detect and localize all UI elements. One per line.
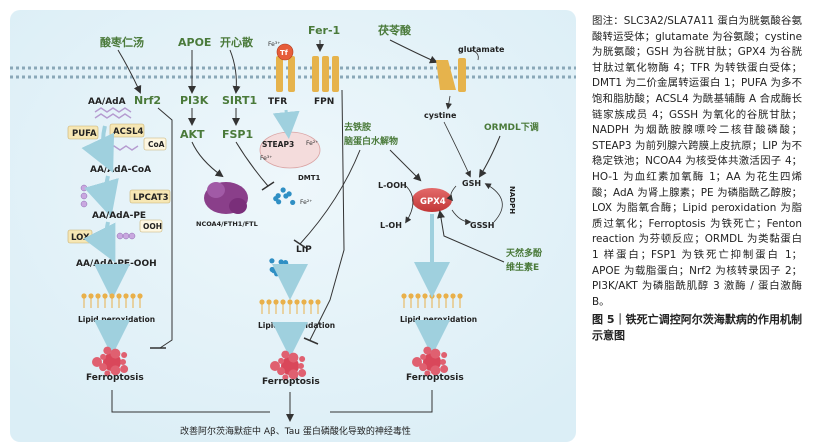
acsl4-box: [109, 123, 145, 138]
akt-node: AKT: [180, 128, 205, 141]
nadph-label: NADPH: [508, 186, 516, 214]
ferroptosis-splat: [412, 346, 449, 377]
lipid-bilayer: [401, 293, 463, 308]
fpn-transporter: [312, 56, 339, 92]
fe2-label: Fe²⁺: [300, 199, 312, 206]
figure-caption: 图注：SLC3A2/SLA7A11 蛋白为胱氨酸谷氨酸转运受体；glutamat…: [592, 14, 802, 344]
aa-pe-label: AA/AdA-PE: [92, 211, 146, 221]
lipid-bilayer: [259, 299, 321, 314]
aa-coa-label: AA/AdA-CoA: [90, 165, 151, 175]
lip-label: LIP: [296, 245, 312, 255]
herb-fuling: 茯苓酸: [377, 23, 412, 37]
system-xc-transporter: [436, 58, 466, 92]
fsp1-node: FSP1: [222, 128, 253, 141]
ncoa4-label: NCOA4/FTH1/FTL: [196, 220, 258, 228]
pufa-label: PUFA: [72, 129, 97, 139]
caption-title: 图 5｜铁死亡调控阿尔茨海默病的作用机制示意图: [592, 313, 802, 343]
fe3-tf-label: Fe³⁺: [268, 41, 280, 48]
tf-label: Tf: [280, 49, 289, 57]
looh-label: L-OOH: [378, 181, 407, 190]
apoe-label: APOE: [178, 36, 211, 49]
fe2-endo-label: Fe²⁺: [306, 140, 318, 147]
tfr-receptor: Tf Fe³⁺: [268, 41, 295, 92]
caption-body: 图注：SLC3A2/SLA7A11 蛋白为胱氨酸谷氨酸转运受体；glutamat…: [592, 15, 802, 308]
herb-suanzaoren: 酸枣仁汤: [100, 35, 144, 49]
lipid-pathway: AA/AdA PUFA ACSL4 CoA AA/AdA-CoA LPCAT3 …: [67, 97, 171, 300]
fe-dot: [282, 273, 288, 279]
lpcat3-label: LPCAT3: [133, 193, 169, 203]
coa-label: CoA: [148, 140, 165, 149]
fe-dot: [286, 191, 292, 197]
ooh-label: OOH: [143, 222, 162, 231]
lipid-perox-1: Lipid peroxidation: [78, 315, 155, 324]
naodanbai-label: 脑蛋白水解物: [343, 135, 398, 147]
lpcat3-box: [129, 189, 171, 204]
fe-dot: [290, 199, 296, 206]
glutamate-label: glutamate: [458, 45, 505, 54]
ferroptosis-splat: [270, 350, 307, 381]
coa-box: [143, 137, 167, 151]
nrf2-node: Nrf2: [134, 94, 161, 107]
tianran-label: 天然多酚: [506, 247, 543, 259]
lipid-perox-3: Lipid peroxidation: [400, 315, 477, 324]
ferroptosis-2: Ferroptosis: [262, 377, 320, 387]
lipid-perox-2: Lipid peroxidation: [258, 321, 335, 330]
vitamin-e-label: 维生素E: [506, 261, 539, 273]
cystine-label: cystine: [424, 111, 457, 120]
fe-dot: [274, 271, 280, 277]
gpx4-label: GPX4: [420, 197, 446, 207]
fe-dot: [276, 199, 282, 205]
ferroptosis-cells: [92, 346, 449, 381]
loh-label: L-OH: [380, 221, 402, 230]
lipid-bilayer: [81, 293, 143, 308]
ooh-box: [139, 219, 163, 233]
fe-dot: [278, 259, 284, 265]
gssh-label: GSSH: [470, 221, 494, 230]
aa-ada-label: AA/AdA: [88, 97, 126, 107]
ncoa4-ferritin-complex: [204, 182, 248, 214]
pi3k-node: PI3K: [180, 94, 209, 107]
fe-dot: [275, 193, 281, 199]
bottom-outcome: 改善阿尔茨海默症中 Aβ、Tau 蛋白磷酸化导致的神经毒性: [180, 425, 411, 437]
steap3-label: STEAP3: [262, 140, 294, 149]
herb-kaixinsan: 开心散: [220, 35, 254, 49]
fe3-endo-label: Fe³⁺: [260, 155, 272, 162]
ormdl-label: ORMDL下调: [484, 121, 539, 133]
quti-label: 去铁胺: [344, 121, 371, 133]
fer1-label: Fer-1: [308, 24, 340, 37]
sirt1-node: SIRT1: [222, 94, 257, 107]
tfr-label: TFR: [268, 97, 287, 107]
dmt1-label: DMT1: [298, 174, 321, 182]
gsh-label: GSH: [462, 179, 481, 188]
fe-dot: [269, 258, 275, 264]
ferroptosis-3: Ferroptosis: [406, 373, 464, 383]
endosome: [259, 131, 321, 169]
acsl4-label: ACSL4: [113, 127, 144, 137]
ferroptosis-1: Ferroptosis: [86, 373, 144, 383]
fe-dot: [280, 187, 286, 193]
fe-dot: [282, 259, 289, 266]
fpn-label: FPN: [314, 97, 334, 107]
fe-dot: [269, 266, 275, 273]
ferroptosis-diagram: 酸枣仁汤 APOE 开心散 Fer-1 茯苓酸 Nrf2 PI3K SIRT1 …: [10, 10, 576, 442]
fe-dot: [281, 266, 287, 272]
gpx4-enzyme: [412, 188, 452, 212]
ferroptosis-splat: [92, 346, 129, 377]
aa-pe-ooh-label: AA/AdA-PE-OOH: [76, 259, 157, 269]
lox-label: LOX: [71, 233, 90, 243]
